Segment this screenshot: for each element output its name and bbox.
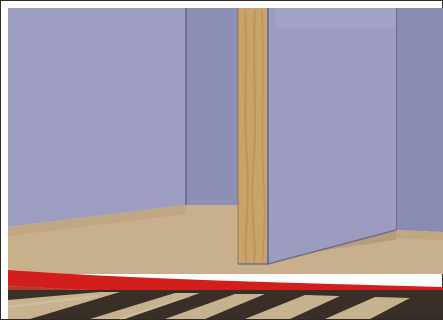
left-back-wall [8, 8, 186, 227]
partition-wall [238, 8, 396, 264]
left-wall-corner [186, 8, 240, 205]
joists [8, 290, 443, 319]
partition-front-face [268, 8, 396, 264]
partition-top-highlight [275, 8, 396, 28]
right-back-wall [396, 8, 443, 232]
